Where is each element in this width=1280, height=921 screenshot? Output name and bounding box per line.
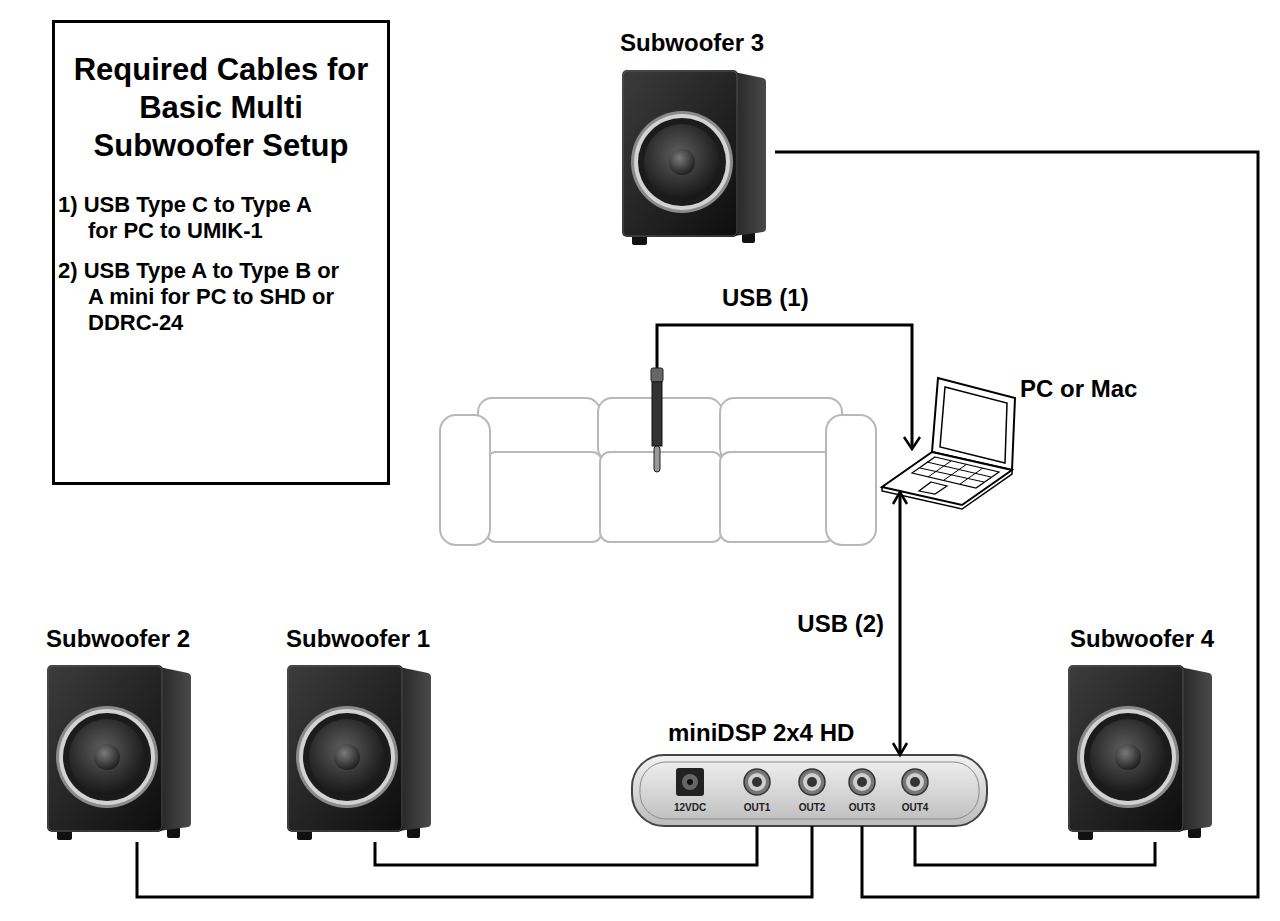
rca-port [799, 769, 825, 795]
cable-line [899, 492, 902, 755]
microphone-picture [651, 368, 663, 472]
arrowhead [893, 743, 907, 755]
power-jack [676, 768, 704, 796]
rca-port [744, 769, 770, 795]
power-jack [682, 774, 698, 790]
subwoofer: Subwoofer 3 [609, 28, 775, 246]
subwoofer-label: Subwoofer 1 [275, 624, 441, 654]
arrowhead [904, 437, 920, 449]
laptop-picture [882, 378, 1015, 509]
subwoofer-picture [622, 70, 766, 245]
cable-panel: Required Cables for Basic Multi Subwoofe… [52, 20, 390, 485]
power-jack [687, 779, 693, 785]
couch-seat [486, 452, 602, 542]
cable-item: 2) USB Type A to Type B or A mini for PC… [58, 258, 340, 336]
laptop-touchpad [919, 482, 947, 494]
panel-title: Required Cables for Basic Multi Subwoofe… [66, 51, 376, 165]
dsp-face [640, 762, 979, 819]
computer: PC or Mac [884, 372, 1018, 492]
port-label: 12VDC [665, 801, 715, 814]
rca-port [902, 769, 928, 795]
couch-arm [440, 415, 490, 545]
arrowhead [893, 492, 907, 504]
port-label: OUT2 [787, 801, 837, 814]
dsp-body [632, 755, 987, 826]
cable-connector [775, 152, 1258, 897]
subwoofer: Subwoofer 1 [275, 624, 441, 842]
cable-label: USB (1) [720, 283, 811, 313]
laptop-base [882, 452, 1012, 505]
subwoofer-label: Subwoofer 3 [609, 28, 775, 58]
subwoofer-label: Subwoofer 4 [1059, 624, 1225, 654]
mic-body [652, 382, 662, 446]
dsp-unit: miniDSP 2x4 HD12VDCOUT1OUT2OUT3OUT4 [632, 755, 987, 826]
port-label: OUT4 [890, 801, 940, 814]
cable-item: 1) USB Type C to Type A for PC to UMIK-1 [58, 192, 340, 244]
cable-line [137, 826, 812, 897]
dsp-picture [632, 755, 987, 826]
subwoofer-label: Subwoofer 2 [35, 624, 201, 654]
cable-label: USB (2) [795, 609, 886, 639]
couch-seat [720, 452, 834, 542]
cable-line [375, 826, 757, 865]
laptop-display [940, 387, 1007, 463]
subwoofer: Subwoofer 4 [1059, 624, 1225, 842]
cable-connector [915, 826, 1155, 865]
cable-connector [375, 826, 757, 865]
port-label: OUT1 [732, 801, 782, 814]
computer-label: PC or Mac [1020, 374, 1137, 404]
cable-line [775, 152, 1258, 897]
cable-connector [137, 826, 812, 897]
port-label: OUT3 [837, 801, 887, 814]
subwoofer-picture [1068, 665, 1212, 840]
usb-cable [657, 325, 912, 446]
subwoofer: Subwoofer 2 [35, 624, 201, 842]
cable-line [915, 826, 1155, 865]
couch-arm [826, 415, 876, 545]
laptop-keyboard [912, 457, 999, 488]
subwoofer-picture [47, 665, 191, 840]
device-label: miniDSP 2x4 HD [668, 718, 854, 748]
rca-port [849, 769, 875, 795]
laptop-keys [920, 461, 991, 484]
cable-connector [893, 492, 907, 755]
mic-tip [654, 446, 660, 472]
subwoofer-picture [287, 665, 431, 840]
couch-seat [600, 452, 722, 542]
mic-connector [651, 368, 663, 382]
